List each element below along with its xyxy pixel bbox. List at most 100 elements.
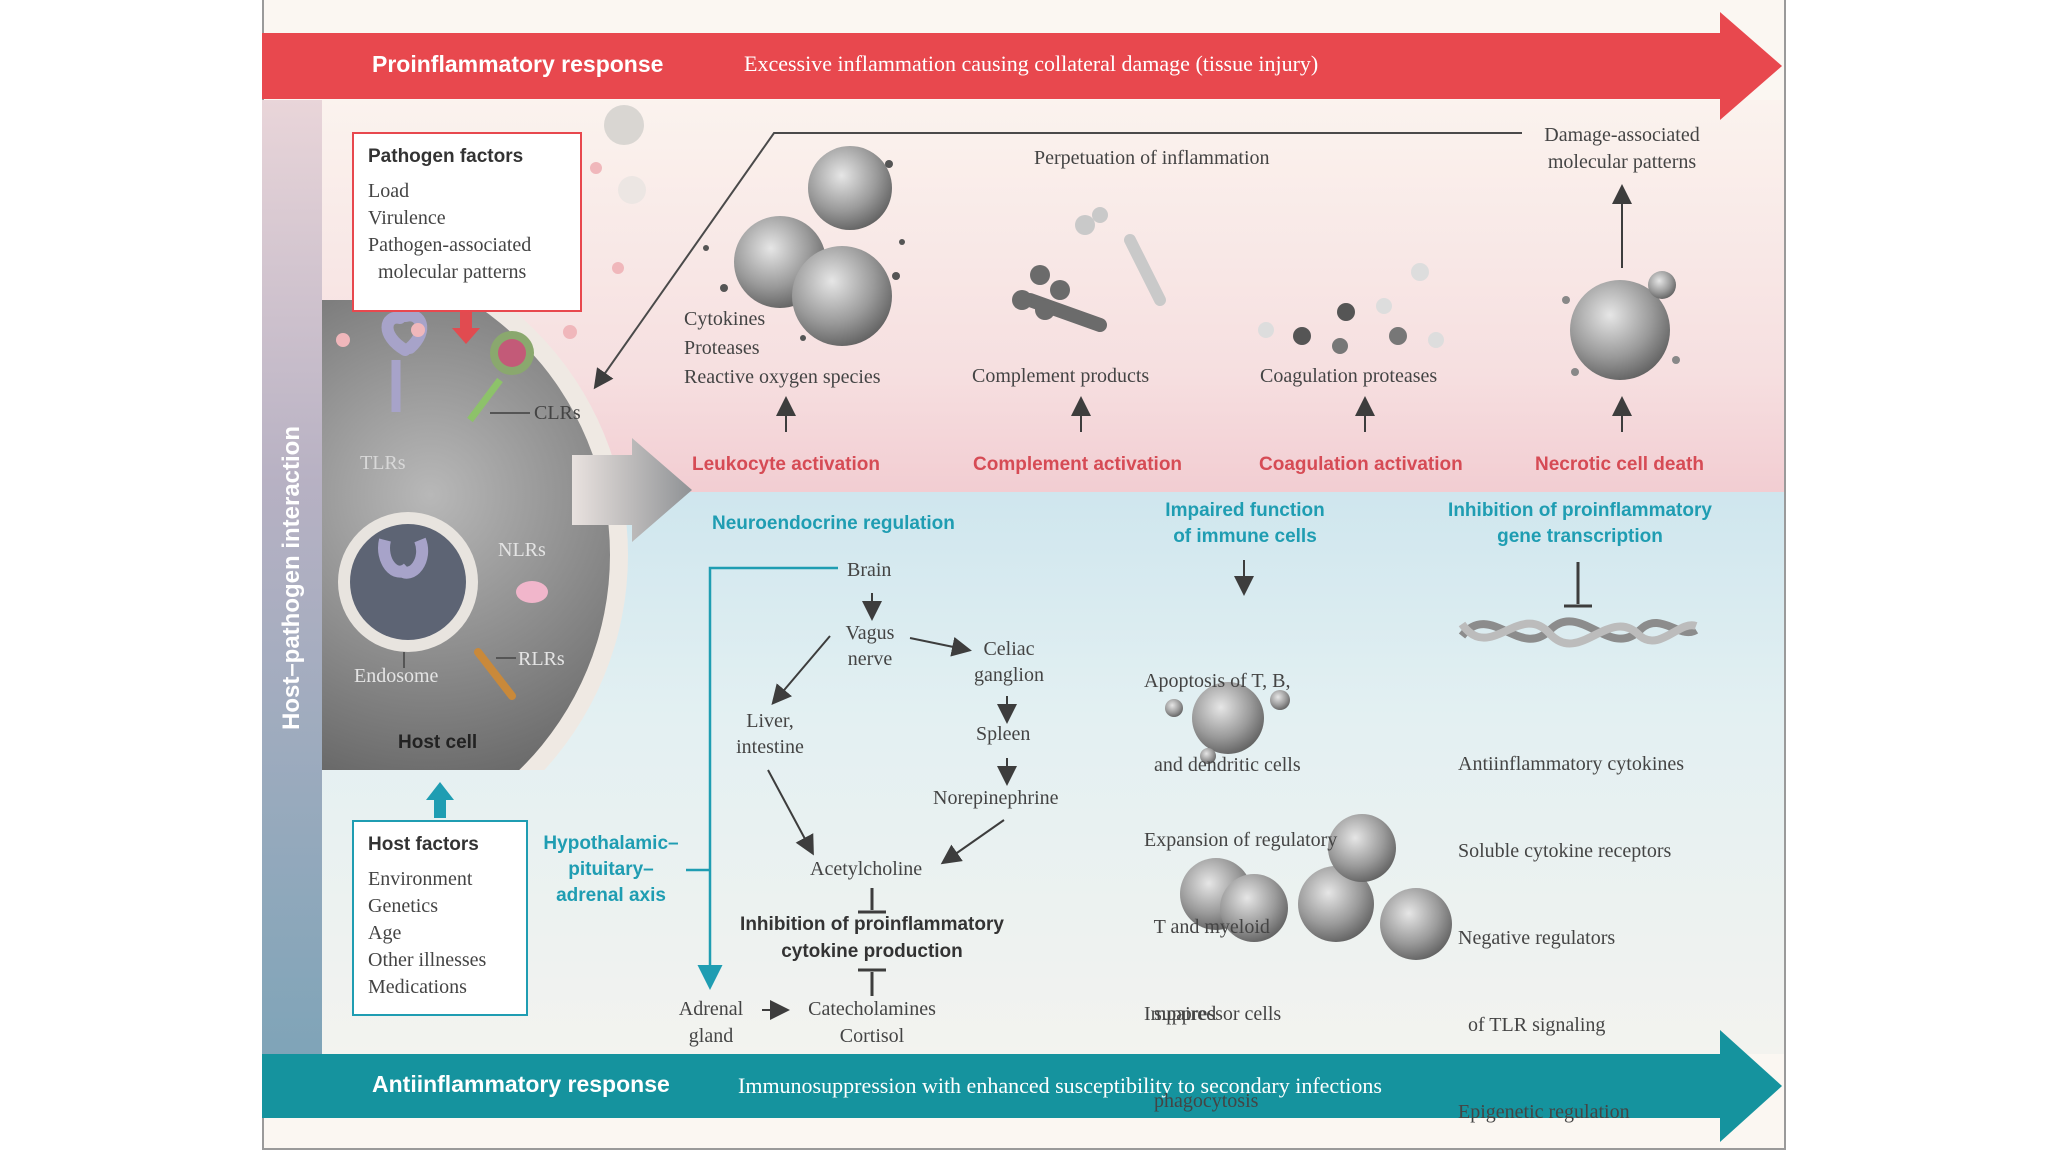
hpa-line: pituitary– [568, 859, 654, 880]
leukocyte-activation-label: Leukocyte activation [692, 454, 880, 475]
damp-label: Damage-associated molecular patterns [1530, 122, 1714, 176]
adrenal-line: gland [688, 1025, 734, 1047]
hpa-path [686, 566, 838, 990]
host-factors-title: Host factors [368, 834, 479, 855]
liver-line: intestine [736, 736, 804, 758]
host-factor-item: Medications [368, 976, 467, 998]
apoptotic-cell [1165, 682, 1290, 764]
host-factor-item: Age [368, 922, 402, 944]
gene-item: Soluble cytokine receptors [1458, 840, 1672, 862]
tlrs-label: TLRs [360, 452, 406, 474]
gene-items: Antiinflammatory cytokines Soluble cytok… [1458, 692, 1684, 1156]
pathogen-arrow [452, 312, 480, 344]
endosome-label: Endosome [354, 665, 439, 687]
host-factor-item: Other illnesses [368, 949, 487, 971]
proinflammatory-title: Proinflammatory response [372, 51, 664, 77]
antiinflammatory-desc: Immunosuppression with enhanced suscepti… [738, 1073, 1382, 1098]
nlrs-label: NLRs [498, 539, 546, 561]
host-arrow [426, 782, 454, 818]
coagulation-activation-label: Coagulation activation [1259, 454, 1463, 475]
coagulation-proteases-label: Coagulation proteases [1260, 365, 1438, 387]
apoptosis-line: Apoptosis of T, B, [1144, 670, 1291, 692]
spleen-label: Spleen [976, 723, 1031, 745]
adrenal-label: Adrenal gland [666, 996, 756, 1050]
host-factor-item: Environment [368, 868, 473, 890]
gene-item: Antiinflammatory cytokines [1458, 753, 1685, 775]
phagocyte-cells [1180, 814, 1452, 960]
rlrs-label: RLRs [518, 648, 565, 670]
inhibition-gene-title: Inhibition of proinflammatory gene trans… [1430, 498, 1730, 550]
host-cell-label: Host cell [398, 732, 478, 753]
perpetuation-label: Perpetuation of inflammation [1034, 147, 1270, 169]
pathogen-factors-title: Pathogen factors [368, 146, 524, 167]
phagocytosis-label: Impaired phagocytosis [1144, 942, 1258, 1145]
norepinephrine-label: Norepinephrine [933, 787, 1059, 809]
acetylcholine-label: Acetylcholine [810, 858, 923, 880]
inhibition-cytokine-label: Inhibition of proinflammatory cytokine p… [722, 911, 1022, 965]
product-item: Reactive oxygen species [684, 366, 881, 388]
cell-output-arrow [572, 438, 692, 542]
vagus-line: nerve [847, 648, 893, 670]
dna-helix [1458, 617, 1699, 648]
necrotic-cell [1562, 271, 1680, 380]
phagocytosis-line: phagocytosis [1144, 1090, 1259, 1112]
antiinflammatory-title: Antiinflammatory response [372, 1071, 670, 1097]
brain-label: Brain [847, 559, 892, 581]
celiac-label: Celiac ganglion [962, 636, 1056, 688]
apoptosis-label: Apoptosis of T, B, and dendritic cells [1144, 611, 1301, 807]
complement-graphic [1012, 207, 1166, 332]
hpa-line: adrenal axis [556, 885, 666, 906]
expansion-line: suppressor cells [1144, 1003, 1282, 1025]
catecholamines-label: Catecholamines Cortisol [792, 996, 952, 1050]
gene-item: Negative regulators [1458, 927, 1616, 949]
impaired-title-line: of immune cells [1173, 526, 1317, 547]
celiac-line: ganglion [974, 664, 1044, 686]
liver-label: Liver, intestine [724, 708, 816, 760]
expansion-line: T and myeloid [1144, 916, 1270, 938]
clrs-label: CLRs [534, 402, 581, 424]
damp-line: molecular patterns [1547, 151, 1697, 173]
leukocyte-cells [703, 146, 905, 346]
complement-activation-label: Complement activation [973, 454, 1183, 475]
inhibition-bars [858, 562, 1592, 996]
pathogen-factor-item: molecular patterns [368, 261, 527, 283]
proinflammatory-banner [262, 12, 1782, 120]
inhibition-gene-line: Inhibition of proinflammatory [1448, 500, 1712, 521]
hpa-label: Hypothalamic– pituitary– adrenal axis [536, 831, 686, 909]
gene-item: Epigenetic regulation [1458, 1101, 1630, 1123]
complement-products-label: Complement products [972, 365, 1150, 387]
phagocytosis-line: Impaired [1144, 1003, 1217, 1025]
pathogen-factors-box: Pathogen factors Load Virulence Pathogen… [352, 132, 582, 312]
coagulation-graphic [1258, 263, 1444, 354]
vagus-label: Vagus nerve [832, 620, 908, 672]
necrotic-cell-death-label: Necrotic cell death [1535, 454, 1704, 475]
catecholamines-line: Cortisol [839, 1025, 905, 1047]
host-cell-graphic [322, 105, 646, 770]
vagus-line: Vagus [845, 622, 895, 644]
pathogen-factor-item: Pathogen-associated [368, 234, 532, 256]
hpa-line: Hypothalamic– [543, 833, 679, 854]
pathogen-factor-item: Virulence [368, 207, 446, 229]
expansion-label: Expansion of regulatory T and myeloid su… [1144, 768, 1337, 1058]
neuroendocrine-title: Neuroendocrine regulation [712, 513, 955, 534]
neuro-arrows [762, 593, 1017, 1020]
impaired-title-line: Impaired function [1165, 500, 1325, 521]
host-factor-item: Genetics [368, 895, 438, 917]
catecholamines-line: Catecholamines [808, 998, 936, 1020]
product-item: Proteases [684, 337, 760, 359]
gene-item: of TLR signaling [1458, 1014, 1606, 1036]
pathogen-factor-item: Load [368, 180, 410, 202]
liver-line: Liver, [746, 710, 794, 732]
inhibition-line: cytokine production [781, 941, 963, 962]
adrenal-line: Adrenal [678, 998, 744, 1020]
side-bar [262, 100, 322, 1056]
proinflammatory-desc: Excessive inflammation causing collatera… [744, 51, 1319, 76]
perpetuation-line [593, 132, 1522, 390]
celiac-line: Celiac [983, 638, 1035, 660]
product-item: Cytokines [684, 308, 766, 330]
damp-line: Damage-associated [1544, 124, 1700, 146]
leukocyte-products: Cytokines Proteases Reactive oxygen spec… [684, 305, 881, 392]
inhibition-gene-line: gene transcription [1497, 526, 1663, 547]
apoptosis-line: and dendritic cells [1144, 754, 1301, 776]
